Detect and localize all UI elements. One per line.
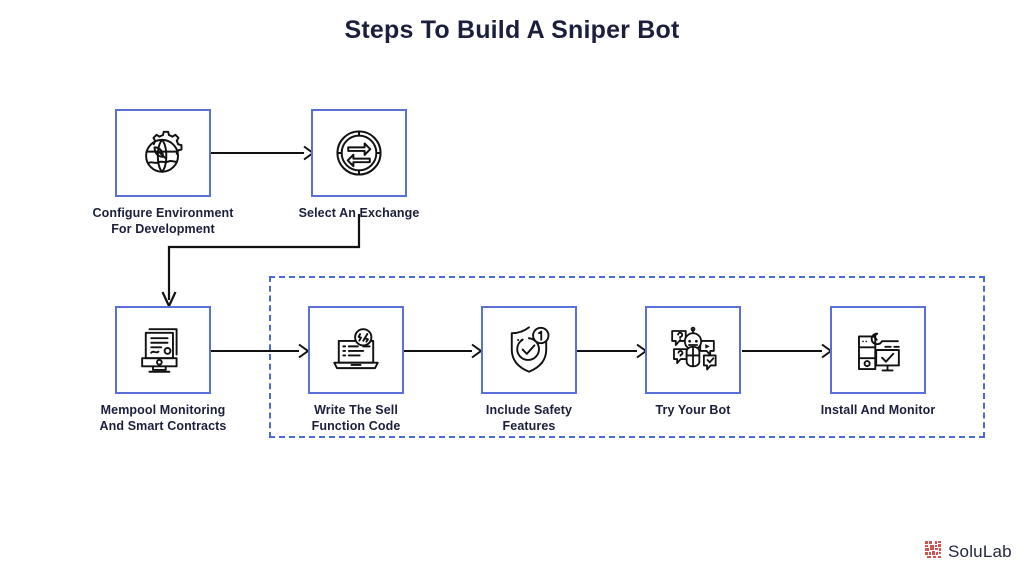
step-label: Write The Sell Function Code (266, 403, 446, 434)
step-node-configure-environment[interactable]: Configure Environment For Development (93, 109, 233, 237)
step-node-try-your-bot[interactable]: Try Your Bot (645, 306, 741, 419)
step-label-line1: Configure Environment (92, 206, 234, 220)
step-label: Include Safety Features (439, 403, 619, 434)
step-icon-box (115, 109, 211, 197)
step-icon-box (830, 306, 926, 394)
step-node-select-exchange[interactable]: Select An Exchange (299, 109, 419, 222)
step-label-line2: And Smart Contracts (99, 418, 227, 433)
step-node-install-and-monitor[interactable]: Install And Monitor (821, 306, 935, 419)
step-label-line2: For Development (111, 221, 215, 236)
step-label-line1: Install And Monitor (820, 403, 936, 417)
step-label: Try Your Bot (603, 403, 783, 419)
document-monitor-icon (134, 321, 192, 379)
connector-configure-to-select (210, 145, 315, 161)
step-label-line1: Write The Sell (314, 403, 398, 417)
step-label: Install And Monitor (788, 403, 968, 419)
solulab-pixel-mark-icon (925, 541, 942, 563)
connector-safety-to-trybot (577, 343, 648, 359)
page-title: Steps To Build A Sniper Bot (344, 16, 680, 44)
connector-write-to-safety (404, 343, 483, 359)
step-icon-box (311, 109, 407, 197)
server-wrench-monitor-check-icon (849, 321, 907, 379)
step-label-line1: Include Safety (485, 403, 573, 417)
brand-name: SoluLab (948, 542, 1012, 561)
grouped-steps-container (269, 276, 985, 438)
step-node-write-sell-function[interactable]: Write The Sell Function Code (308, 306, 404, 434)
step-label-line1: Try Your Bot (655, 403, 731, 417)
gear-globe-leaf-icon (133, 123, 193, 183)
connector-mempool-to-write (211, 343, 310, 359)
step-label-line1: Select An Exchange (298, 206, 420, 220)
step-label-line1: Mempool Monitoring (100, 403, 226, 417)
step-node-mempool-monitoring[interactable]: Mempool Monitoring And Smart Contracts (100, 306, 226, 434)
step-label: Mempool Monitoring And Smart Contracts (73, 403, 253, 434)
step-icon-box (115, 306, 211, 394)
step-label: Select An Exchange (269, 206, 449, 222)
shield-check-badge-icon (500, 321, 558, 379)
step-icon-box (645, 306, 741, 394)
step-label: Configure Environment For Development (73, 206, 253, 237)
brand-logo[interactable]: SoluLab (925, 541, 1012, 563)
exchange-swap-circle-icon (329, 123, 389, 183)
laptop-code-icon (327, 321, 385, 379)
connector-trybot-to-install (742, 343, 833, 359)
step-icon-box (481, 306, 577, 394)
robot-chat-icon (664, 321, 722, 379)
step-label-line2: Function Code (311, 418, 401, 433)
step-icon-box (308, 306, 404, 394)
step-node-include-safety-features[interactable]: Include Safety Features (481, 306, 577, 434)
step-label-line2: Features (502, 418, 556, 433)
